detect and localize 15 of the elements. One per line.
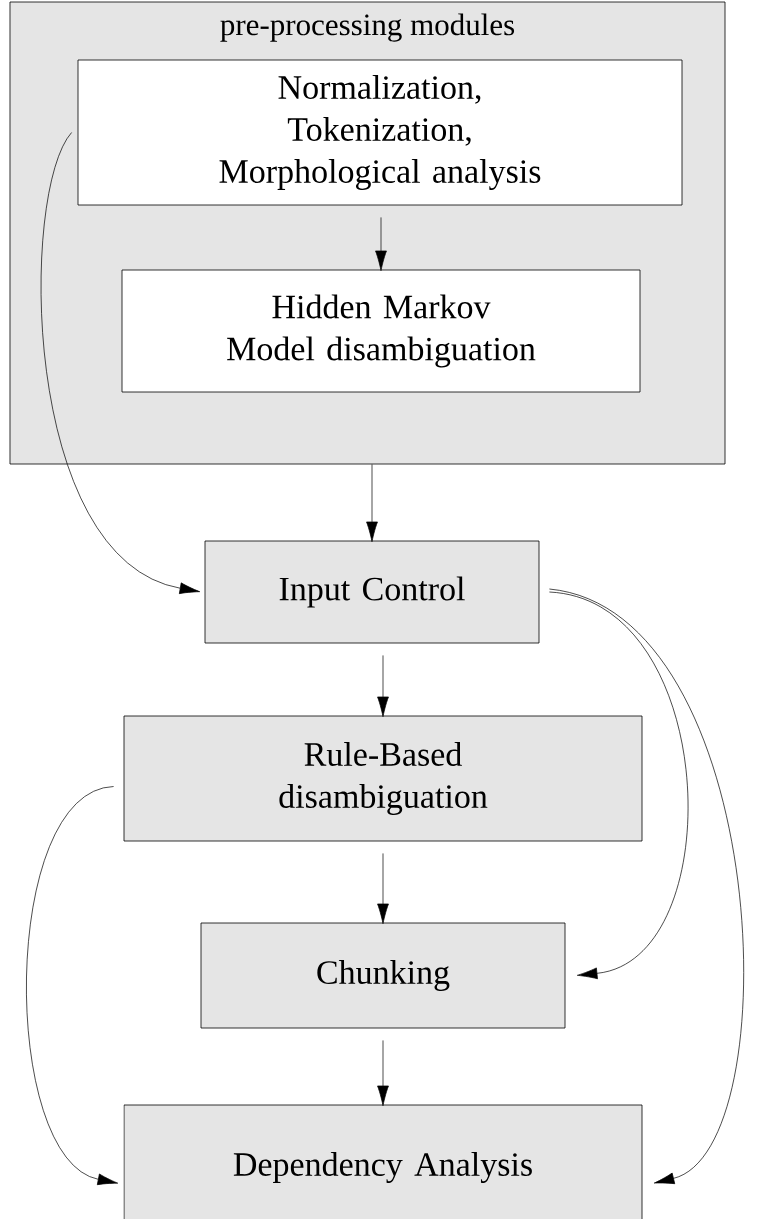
arrow xyxy=(26,786,119,1186)
arrow xyxy=(377,655,389,717)
process-box: Dependency Analysis xyxy=(123,1104,643,1219)
process-box: Input Control xyxy=(204,540,540,644)
arrow xyxy=(375,217,387,271)
process-box: Normalization, Tokenization, Morphological analysis xyxy=(77,59,683,206)
process-box: Chunking xyxy=(200,922,566,1029)
process-box: Hidden Markov Model disambiguation xyxy=(121,269,641,393)
arrow xyxy=(377,853,389,924)
arrow xyxy=(366,464,378,542)
arrow xyxy=(549,591,688,980)
arrow xyxy=(377,1040,389,1106)
arrow xyxy=(40,132,200,594)
process-box: Rule-Based disambiguation xyxy=(123,715,643,842)
arrow xyxy=(549,588,744,1185)
